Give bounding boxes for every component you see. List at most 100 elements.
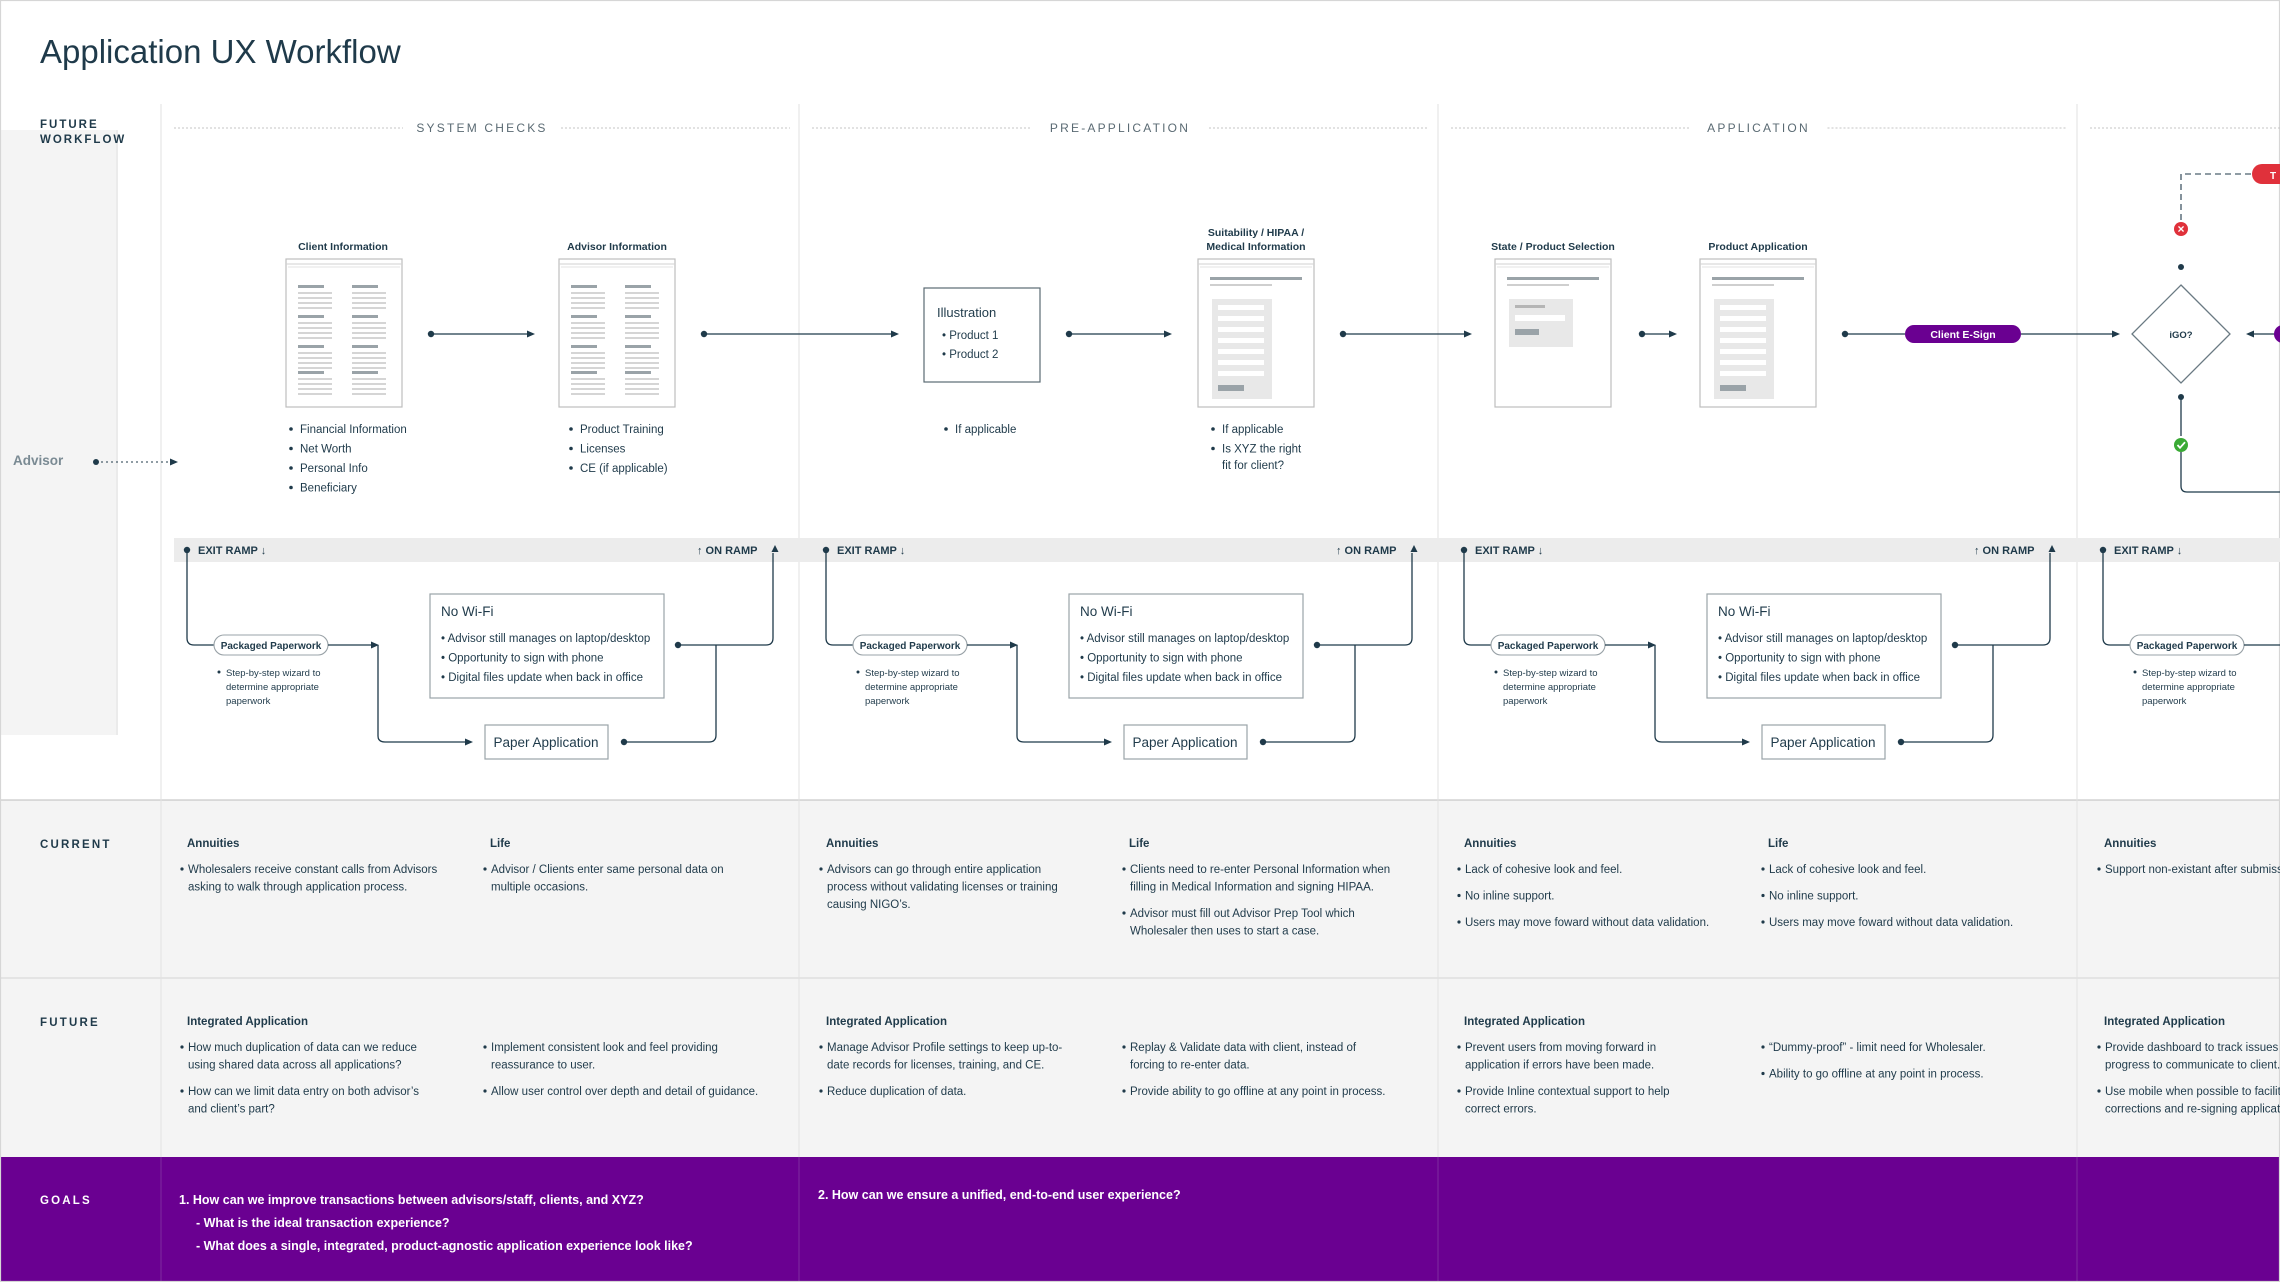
suitability-bullet-2-line-2: fit for client? — [1222, 460, 1284, 472]
current-heading-6: Life — [1768, 838, 1788, 850]
ramp-4-packaged-desc-dot — [2133, 670, 2137, 674]
wireframe-client-information-line-0-1-0 — [352, 292, 386, 294]
wireframe-advisor-information-line-3-0-1 — [571, 383, 605, 385]
client-information-bullet-0: Financial Information — [300, 424, 407, 436]
wireframe-client-information-line-0-0-2 — [298, 302, 332, 304]
ramp-1-paper-to-merge-path — [624, 645, 717, 743]
step-title-client-information: Client Information — [298, 241, 388, 253]
ramp-1-packaged-desc-0: Step-by-step wizard to — [226, 668, 321, 679]
wireframe-advisor-information-line-0-0-0 — [571, 292, 605, 294]
wireframe-state-product-selection-panel-button — [1515, 329, 1539, 335]
wireframe-client-information-line-0-0-0 — [298, 292, 332, 294]
current-heading-2: Life — [490, 838, 510, 850]
wireframe-client-information-line-2-0-1 — [298, 357, 332, 359]
ramp-2-paper-box — [1123, 724, 1248, 760]
wireframe-advisor-information-line-3-1-2 — [625, 388, 659, 390]
step-illustration-box — [923, 287, 1041, 383]
future-bullet-dot-4-0 — [1122, 1045, 1126, 1049]
future-item-5-1-0: Provide Inline contextual support to hel… — [1465, 1086, 1670, 1098]
current-item-4-1-1: Wholesaler then uses to start a case. — [1130, 926, 1319, 938]
phase-label-1: SYSTEM CHECKS — [416, 121, 547, 135]
wireframe-client-information-label-0-0 — [298, 285, 324, 288]
client-information-bullet-1: Net Worth — [300, 444, 352, 456]
wireframe-client-information-line-3-1-0 — [352, 378, 386, 380]
future-bullet-dot-7-1 — [2097, 1089, 2101, 1093]
future-bullet-dot-1-1 — [180, 1089, 184, 1093]
ramp-4-exit-path — [2102, 553, 2130, 646]
flow-illustration-to-suitability-arrow-head — [1164, 330, 1172, 338]
future-bullet-dot-6-1 — [1761, 1071, 1765, 1076]
ramp-3-packaged-to-nowifi-arrow — [1648, 641, 1656, 649]
wireframe-suitability-panel-button — [1218, 385, 1244, 391]
future-workflow-label: FUTURE — [40, 119, 99, 131]
igo-top-dot — [2178, 264, 2184, 270]
ramp-1-paper-box — [484, 724, 609, 760]
ramp-1-packaged-to-paper-path — [377, 645, 466, 743]
goal-2: 2. How can we ensure a unified, end-to-e… — [818, 1188, 1181, 1202]
future-bullet-dot-2-1 — [483, 1089, 487, 1093]
wireframe-client-information-label-3-1 — [352, 371, 378, 374]
future-bullet-dot-5-0 — [1457, 1045, 1461, 1049]
wireframe-product-application-title-bar — [1712, 277, 1804, 280]
current-bullet-dot-2-0 — [483, 867, 487, 871]
future-heading-3: Integrated Application — [826, 1016, 947, 1028]
current-heading-5: Annuities — [1464, 838, 1516, 850]
wireframe-advisor-information-label-1-0 — [571, 315, 597, 318]
wireframe-client-information-line-0-1-1 — [352, 297, 386, 299]
current-bullet-dot-6-1 — [1761, 893, 1765, 898]
ramp-1-nowifi-to-onramp-path — [678, 553, 774, 646]
current-bullet-dot-5-2 — [1457, 920, 1461, 924]
wireframe-advisor-information-line-2-0-1 — [571, 357, 605, 359]
current-item-6-1-0: No inline support. — [1769, 891, 1859, 903]
ramp-2-packaged-label: Packaged Paperwork — [860, 641, 961, 652]
goal-1-sub-2: - What does a single, integrated, produc… — [196, 1239, 693, 1253]
wireframe-client-information-line-0-0-1 — [298, 297, 332, 299]
ramp-3-packaged-desc-1: determine appropriate — [1503, 682, 1596, 693]
current-band — [0, 800, 2280, 978]
ramp-1-nowifi-item-0: • Advisor still manages on laptop/deskto… — [441, 633, 650, 645]
suitability-bullet-0: If applicable — [1222, 424, 1283, 436]
wireframe-suitability-panel-row-3 — [1218, 338, 1264, 343]
current-bullet-dot-7-0 — [2097, 867, 2101, 871]
igo-fail-icon — [2174, 222, 2188, 236]
current-bullet-dot-1-0 — [180, 867, 184, 871]
wireframe-advisor-information-line-2-0-0 — [571, 352, 605, 354]
wireframe-client-information-line-3-1-1 — [352, 383, 386, 385]
wireframe-client-information-line-2-1-1 — [352, 357, 386, 359]
wireframe-advisor-information-line-0-1-1 — [625, 297, 659, 299]
future-item-5-1-1: correct errors. — [1465, 1104, 1537, 1116]
future-heading-1: Integrated Application — [187, 1016, 308, 1028]
ramp-1-packaged-desc-2: paperwork — [226, 696, 271, 707]
future-item-5-0-1: application if errors have been made. — [1465, 1060, 1654, 1072]
future-item-4-0-1: forcing to re-enter data. — [1130, 1060, 1250, 1072]
ramp-2-nowifi-title: No Wi-Fi — [1080, 604, 1133, 619]
wireframe-client-information-line-1-0-3 — [298, 337, 332, 339]
wireframe-advisor-information-line-2-1-2 — [625, 362, 659, 364]
advisor-information-bullet-dot-2 — [569, 466, 573, 470]
wireframe-client-information-label-2-1 — [352, 345, 378, 348]
wireframe-client-information-line-3-0-2 — [298, 388, 332, 390]
wireframe-state-product-selection-panel-field — [1515, 315, 1565, 321]
wireframe-client-information-line-1-0-2 — [298, 332, 332, 334]
ramp-bar — [174, 538, 2280, 562]
wireframe-advisor-information-line-0-1-2 — [625, 302, 659, 304]
igo-fail-tag — [2252, 164, 2280, 184]
wireframe-advisor-information-line-2-1-1 — [625, 357, 659, 359]
flow-suitability-to-state-arrow-head — [1464, 330, 1472, 338]
ramp-2-paper-label: Paper Application — [1132, 735, 1237, 750]
wireframe-state-product-selection-subtitle-bar — [1507, 284, 1569, 286]
wireframe-suitability-panel-row-4 — [1218, 349, 1264, 354]
wireframe-suitability-panel-row-0 — [1218, 305, 1264, 310]
current-bullet-dot-6-0 — [1761, 867, 1765, 871]
ramp-3-packaged-desc-dot — [1494, 670, 1498, 674]
wireframe-advisor-information-line-0-1-0 — [625, 292, 659, 294]
current-item-4-1-0: Advisor must fill out Advisor Prep Tool … — [1130, 908, 1355, 920]
ramp-3-nowifi-item-2: • Digital files update when back in offi… — [1718, 672, 1920, 684]
wireframe-client-information-line-1-0-0 — [298, 322, 332, 324]
wireframe-advisor-information-line-1-1-1 — [625, 327, 659, 329]
advisor-information-bullet-dot-1 — [569, 446, 573, 451]
current-item-3-0-2: causing NIGO’s. — [827, 899, 911, 911]
current-heading-7: Annuities — [2104, 838, 2156, 850]
ramp-4-packaged-desc-2: paperwork — [2142, 696, 2187, 707]
